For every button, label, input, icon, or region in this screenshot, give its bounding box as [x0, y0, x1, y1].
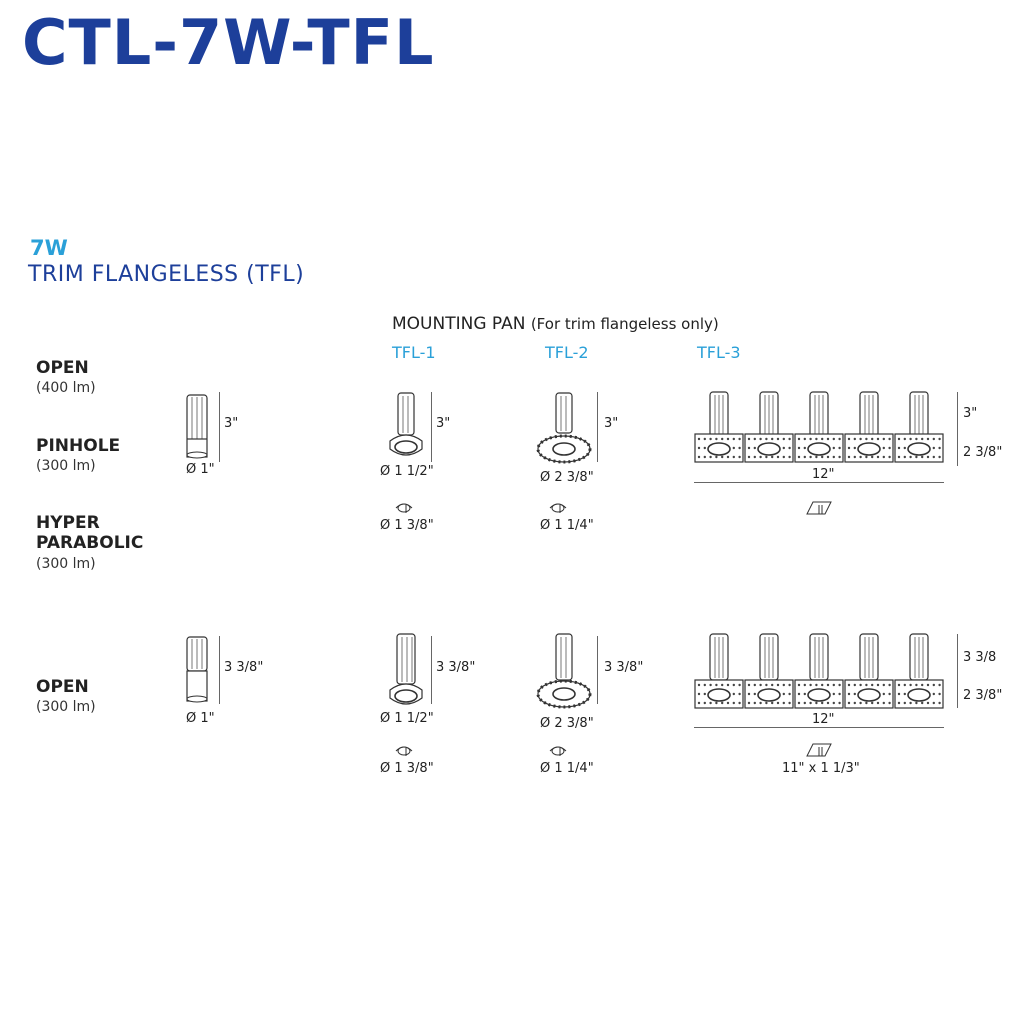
label-pinhole-lumens: (300 lm)	[36, 458, 96, 474]
pan-cutout-icon	[806, 501, 832, 515]
tfl2-cutout-2: Ø 1 1/4"	[540, 761, 594, 776]
tfl1-diameter: Ø 1 1/2"	[380, 464, 434, 479]
dim-line	[694, 727, 944, 728]
pan-aperture	[857, 442, 881, 456]
cutout-icon	[395, 746, 413, 756]
tfl1-drawing	[389, 633, 423, 705]
label-open: OPEN	[36, 358, 89, 378]
tfl2-diameter-2: Ø 2 3/8"	[540, 716, 594, 731]
dim-line	[219, 636, 220, 704]
tfl3-width-2: 12"	[812, 712, 835, 727]
tfl3-width: 12"	[812, 467, 835, 482]
pan-aperture	[757, 688, 781, 702]
tfl1-cutout-2: Ø 1 3/8"	[380, 761, 434, 776]
tfl3-pan-height: 2 3/8"	[963, 445, 1003, 460]
tfl1-diameter-2: Ø 1 1/2"	[380, 711, 434, 726]
label-open-lumens: (400 lm)	[36, 380, 96, 396]
fixture-diameter: Ø 1"	[186, 462, 215, 477]
pan-aperture	[907, 688, 931, 702]
tfl2-cutout: Ø 1 1/4"	[540, 518, 594, 533]
pan-cutout-icon	[806, 743, 832, 757]
tfl3-drawing	[694, 391, 944, 463]
tfl1-cutout: Ø 1 3/8"	[380, 518, 434, 533]
pan-aperture	[857, 688, 881, 702]
label-open-2: OPEN	[36, 677, 89, 697]
tfl3-cutout-2: 11" x 1 1/3"	[782, 761, 860, 776]
section-subtitle: TRIM FLANGELESS (TFL)	[28, 262, 305, 287]
fixture-drawing	[186, 636, 208, 703]
cutout-icon	[395, 503, 413, 513]
mounting-pan-label: MOUNTING PAN	[392, 314, 526, 334]
pan-aperture	[707, 688, 731, 702]
model-tfl-3: TFL-3	[697, 343, 741, 362]
pan-aperture	[707, 442, 731, 456]
label-pinhole: PINHOLE	[36, 436, 121, 456]
tfl2-height: 3"	[604, 416, 619, 431]
cutout-icon	[549, 503, 567, 513]
dim-line	[219, 392, 220, 462]
label-hyper-parabolic-lumens: (300 lm)	[36, 556, 96, 572]
mounting-pan-heading: MOUNTING PAN (For trim flangeless only)	[392, 314, 719, 334]
mounting-pan-note: (For trim flangeless only)	[530, 315, 719, 333]
tfl2-diameter: Ø 2 3/8"	[540, 470, 594, 485]
dim-line	[957, 634, 958, 708]
model-tfl-2: TFL-2	[545, 343, 589, 362]
tfl2-height-2: 3 3/8"	[604, 660, 644, 675]
dim-line	[431, 636, 432, 704]
pan-aperture	[807, 442, 831, 456]
pan-aperture	[757, 442, 781, 456]
label-hyper-parabolic: HYPER PARABOLIC	[36, 513, 144, 553]
tfl1-height: 3"	[436, 416, 451, 431]
fixture-drawing	[186, 394, 208, 459]
label-open-2-lumens: (300 lm)	[36, 699, 96, 715]
pan-aperture	[807, 688, 831, 702]
page-title: CTL-7W-TFL	[22, 6, 435, 79]
fixture-height: 3"	[224, 416, 239, 431]
pan-aperture	[907, 442, 931, 456]
fixture-height-2: 3 3/8"	[224, 660, 264, 675]
cutout-icon	[549, 746, 567, 756]
tfl3-drawing	[694, 633, 944, 709]
wattage-label: 7W	[30, 236, 68, 260]
tfl1-height-2: 3 3/8"	[436, 660, 476, 675]
dim-line	[431, 392, 432, 462]
tfl1-drawing	[389, 392, 423, 456]
tfl2-drawing	[536, 392, 592, 464]
dim-line	[597, 636, 598, 704]
fixture-diameter-2: Ø 1"	[186, 711, 215, 726]
dim-line	[694, 482, 944, 483]
tfl3-pan-height-2: 2 3/8"	[963, 688, 1003, 703]
tfl2-drawing	[536, 633, 592, 709]
tfl3-height-2: 3 3/8	[963, 650, 997, 665]
model-tfl-1: TFL-1	[392, 343, 436, 362]
tfl3-height: 3"	[963, 406, 978, 421]
dim-line	[597, 392, 598, 462]
dim-line	[957, 392, 958, 466]
